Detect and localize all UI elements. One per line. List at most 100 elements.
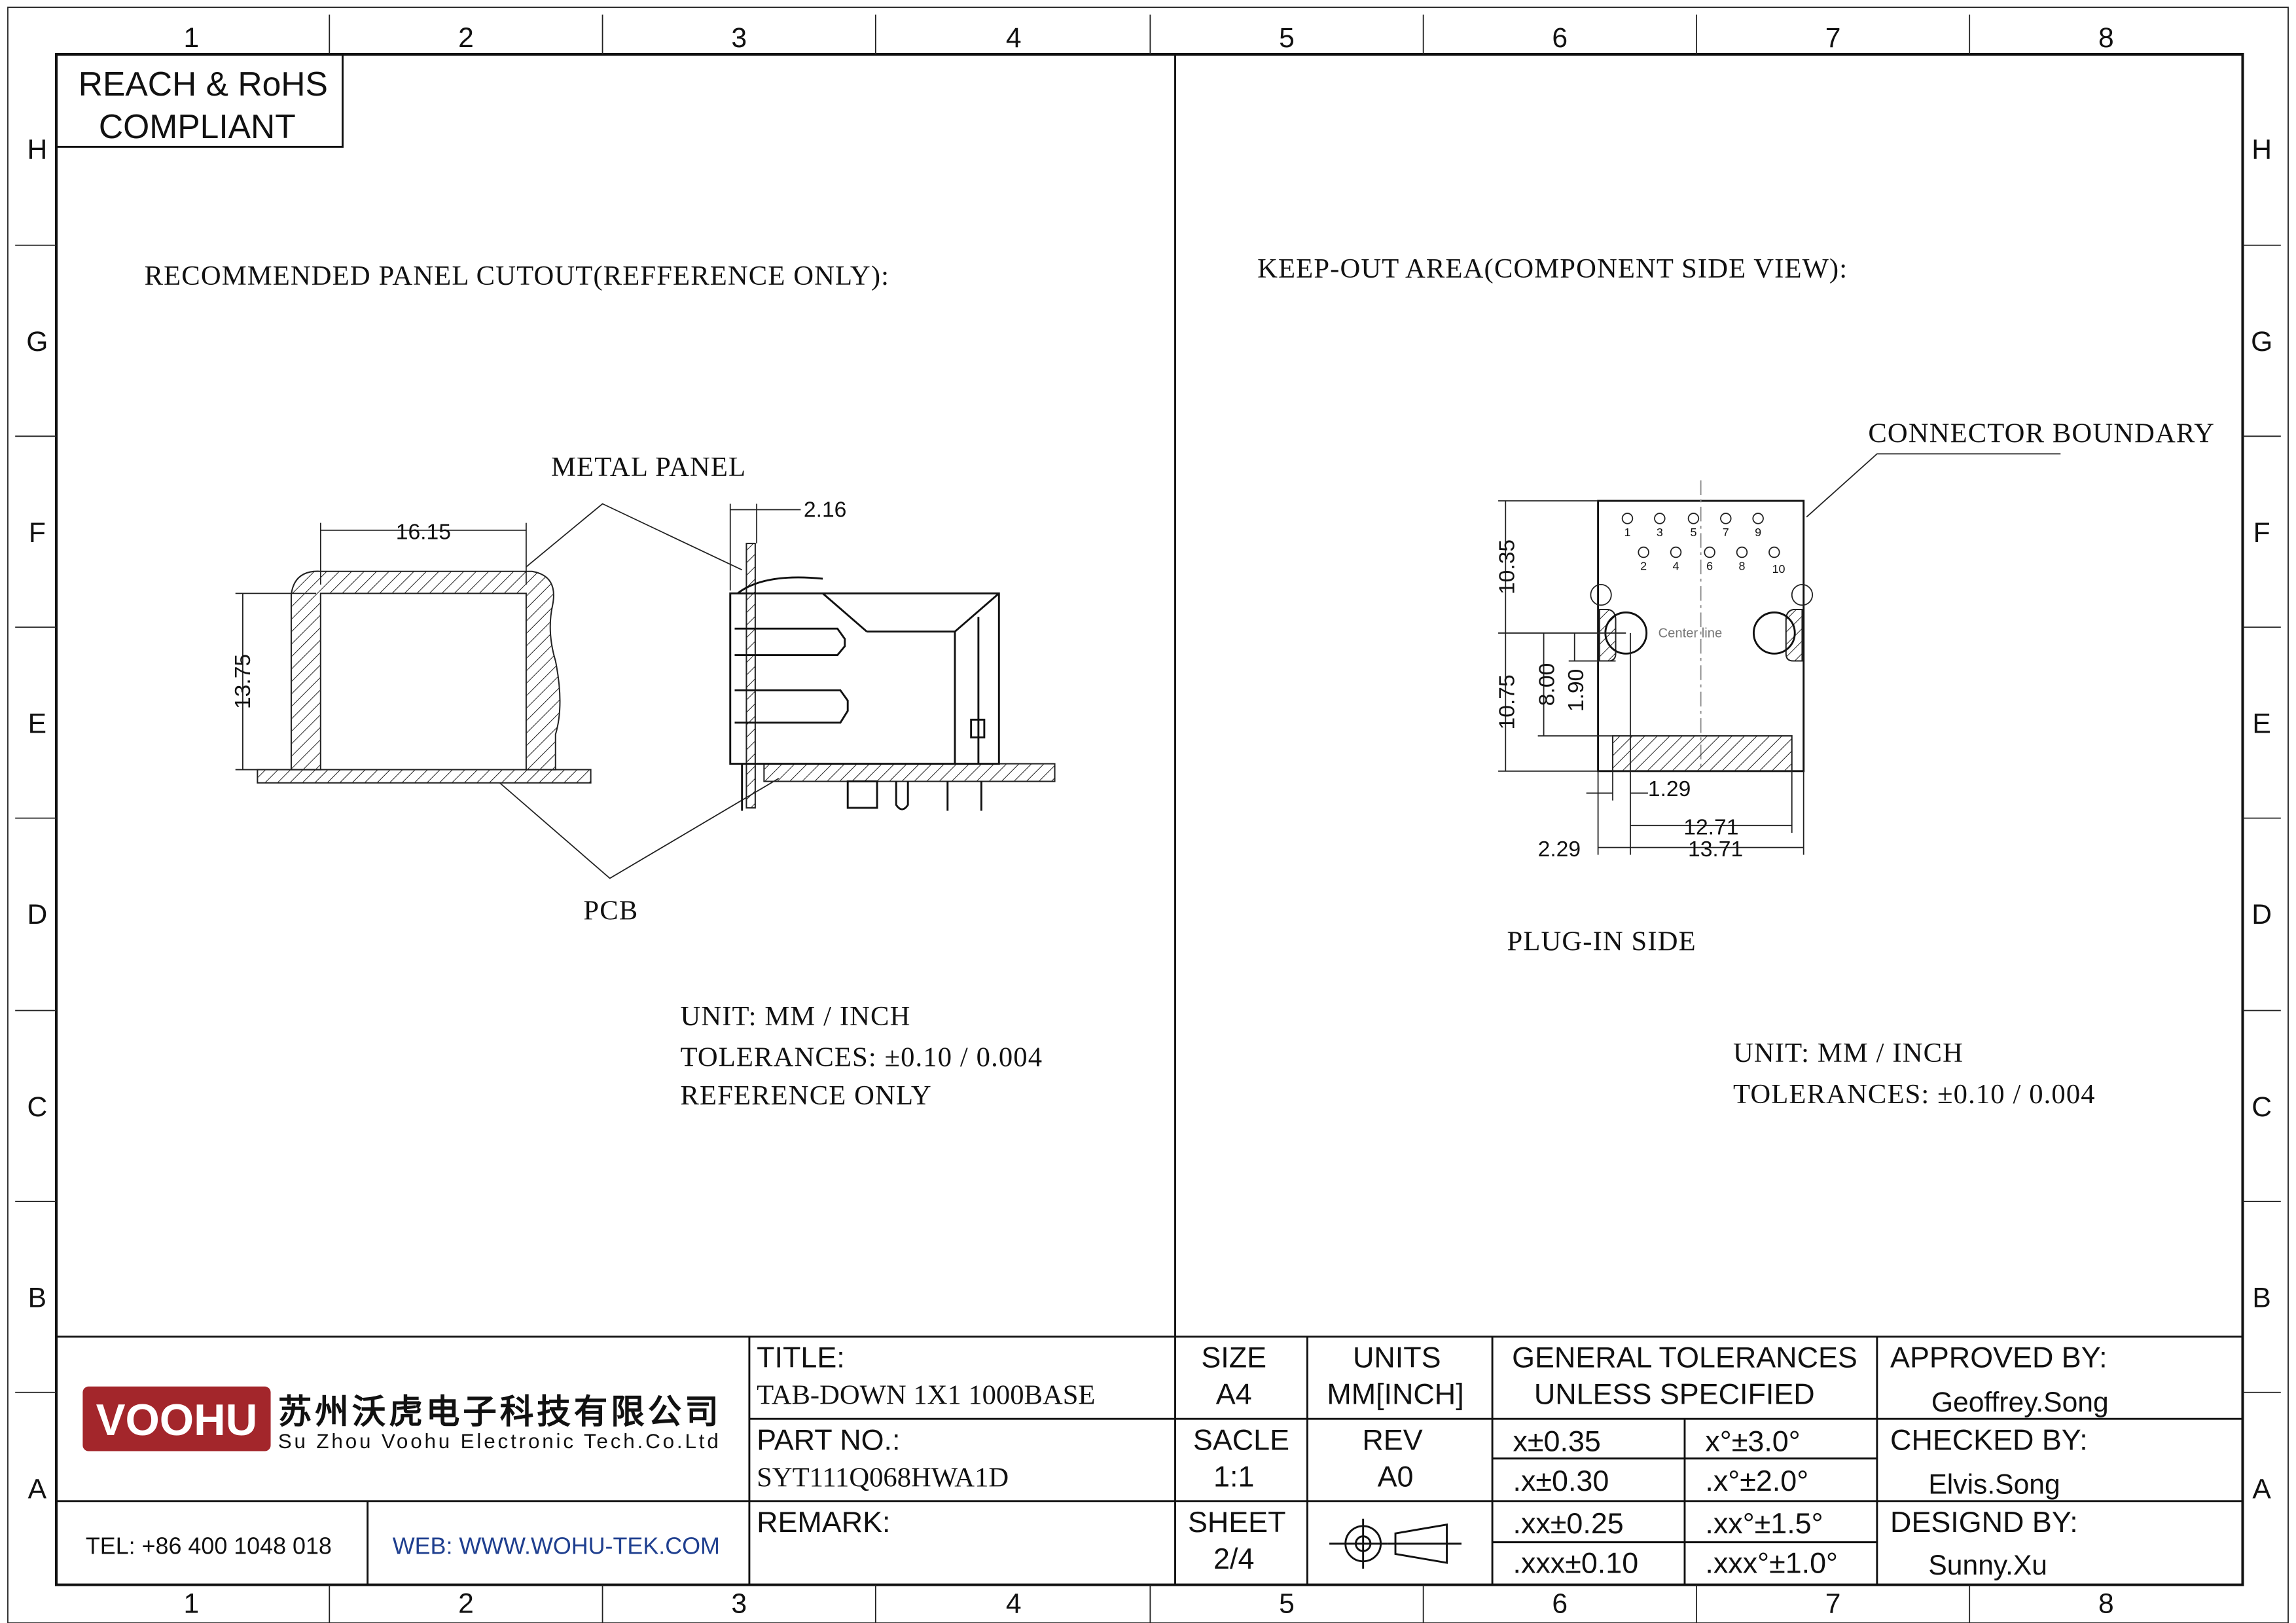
company-name-en: Su Zhou Voohu Electronic Tech.Co.Ltd bbox=[278, 1430, 719, 1453]
compliance-box: REACH & RoHS COMPLIANT bbox=[55, 53, 344, 148]
panel-cutout-view: RECOMMENDED PANEL CUTOUT(REFFERENCE ONLY… bbox=[145, 261, 1056, 1111]
pin-number: 3 bbox=[1657, 526, 1663, 539]
website-link[interactable]: WEB: WWW.WOHU-TEK.COM bbox=[393, 1533, 720, 1559]
units-value: MM[INCH] bbox=[1327, 1377, 1463, 1411]
tolerance-header: GENERAL TOLERANCES bbox=[1512, 1341, 1857, 1374]
designed-value: Sunny.Xu bbox=[1928, 1550, 2047, 1581]
compliance-line2: COMPLIANT bbox=[99, 107, 296, 145]
column-label: 6 bbox=[1552, 1588, 1568, 1619]
title-value: TAB-DOWN 1X1 1000BASE bbox=[757, 1380, 1095, 1411]
left-note-tolerance: TOLERANCES: ±0.10 / 0.004 bbox=[680, 1042, 1043, 1073]
dim-height: 13.75 bbox=[231, 654, 255, 709]
rev-label: REV bbox=[1362, 1423, 1422, 1456]
centerline-label: Center line bbox=[1659, 627, 1723, 641]
column-label: 3 bbox=[731, 22, 747, 54]
pin-number: 7 bbox=[1723, 526, 1729, 539]
title-label: TITLE: bbox=[757, 1341, 845, 1374]
dim-10-35: 10.35 bbox=[1496, 539, 1520, 594]
column-label: 7 bbox=[1825, 1588, 1841, 1619]
dim-12-71: 12.71 bbox=[1683, 815, 1738, 839]
left-note-unit: UNIT: MM / INCH bbox=[680, 1001, 910, 1032]
checked-label: CHECKED BY: bbox=[1890, 1423, 2088, 1456]
compliance-line1: REACH & RoHS bbox=[79, 65, 328, 103]
left-note-reference: REFERENCE ONLY bbox=[680, 1080, 931, 1111]
dim-1-29: 1.29 bbox=[1648, 777, 1691, 801]
approved-value: Geoffrey.Song bbox=[1931, 1387, 2109, 1418]
dim-1-90: 1.90 bbox=[1564, 669, 1588, 712]
row-label: F bbox=[29, 517, 46, 549]
right-note-tolerance: TOLERANCES: ±0.10 / 0.004 bbox=[1733, 1079, 2096, 1110]
sheet-value: 2/4 bbox=[1213, 1542, 1254, 1575]
column-label: 5 bbox=[1279, 22, 1295, 54]
row-label: G bbox=[2251, 326, 2272, 357]
column-label: 2 bbox=[458, 22, 474, 54]
column-label: 1 bbox=[184, 22, 200, 54]
column-label: 4 bbox=[1006, 22, 1022, 54]
tolerance-angular: .xx°±1.5° bbox=[1705, 1506, 1823, 1540]
logo-text: VOOHU bbox=[96, 1396, 258, 1445]
size-value: A4 bbox=[1216, 1377, 1252, 1411]
row-label: G bbox=[26, 326, 48, 357]
keep-out-view: KEEP-OUT AREA(COMPONENT SIDE VIEW): CONN… bbox=[1257, 253, 2215, 1110]
dim-width: 16.15 bbox=[396, 520, 451, 544]
tel: TEL: +86 400 1048 018 bbox=[86, 1533, 332, 1559]
column-label: 6 bbox=[1552, 22, 1568, 54]
units-label: UNITS bbox=[1353, 1341, 1441, 1374]
dim-2-29: 2.29 bbox=[1538, 837, 1581, 862]
panel-cutout-heading: RECOMMENDED PANEL CUTOUT(REFFERENCE ONLY… bbox=[145, 261, 890, 291]
column-label: 7 bbox=[1825, 22, 1841, 54]
tolerance-linear: x±0.35 bbox=[1513, 1425, 1600, 1458]
part-no-label: PART NO.: bbox=[757, 1423, 900, 1456]
company-logo: VOOHU bbox=[82, 1386, 271, 1451]
tolerance-angular: x°±3.0° bbox=[1705, 1425, 1800, 1458]
row-label: D bbox=[27, 899, 47, 930]
column-label: 5 bbox=[1279, 1588, 1295, 1619]
metal-panel-label: METAL PANEL bbox=[551, 452, 746, 483]
row-label: A bbox=[28, 1473, 47, 1504]
row-label: D bbox=[2251, 899, 2272, 930]
row-label: A bbox=[2252, 1473, 2271, 1504]
column-label: 2 bbox=[458, 1588, 474, 1619]
scale-label: SACLE bbox=[1193, 1423, 1289, 1456]
row-label: F bbox=[2253, 517, 2270, 549]
row-label: E bbox=[2252, 708, 2270, 739]
row-label: H bbox=[2251, 134, 2272, 165]
dim-panel-thickness: 2.16 bbox=[804, 498, 846, 522]
plug-in-side-label: PLUG-IN SIDE bbox=[1507, 926, 1696, 957]
drawing-frame: 1 2 3 4 5 6 7 8 1 2 3 4 5 6 7 8 H G F E … bbox=[7, 7, 2289, 1623]
pin-number: 4 bbox=[1673, 559, 1679, 572]
pin-number: 5 bbox=[1690, 526, 1696, 539]
row-label: B bbox=[28, 1283, 46, 1314]
row-label: E bbox=[28, 708, 46, 739]
pin-number: 2 bbox=[1640, 559, 1647, 572]
row-label: C bbox=[2251, 1091, 2272, 1123]
scale-value: 1:1 bbox=[1213, 1459, 1254, 1493]
tolerance-angular: .xxx°±1.0° bbox=[1705, 1546, 1838, 1580]
remark-label: REMARK: bbox=[757, 1505, 890, 1539]
tolerance-linear: .xxx±0.10 bbox=[1513, 1546, 1638, 1580]
rev-value: A0 bbox=[1378, 1459, 1414, 1493]
row-label: H bbox=[27, 134, 47, 165]
row-label: C bbox=[27, 1091, 47, 1123]
pcb-label: PCB bbox=[583, 895, 638, 926]
column-label: 1 bbox=[184, 1588, 200, 1619]
checked-value: Elvis.Song bbox=[1928, 1469, 2060, 1501]
connector-boundary-label: CONNECTOR BOUNDARY bbox=[1868, 418, 2215, 448]
pin-number: 10 bbox=[1772, 562, 1785, 575]
tolerance-angular: .x°±2.0° bbox=[1705, 1464, 1808, 1497]
dim-13-71: 13.71 bbox=[1688, 837, 1743, 862]
dim-10-75: 10.75 bbox=[1496, 674, 1520, 729]
pin-number: 1 bbox=[1624, 526, 1630, 539]
title-block: VOOHU 苏州沃虎电子科技有限公司 Su Zhou Voohu Electro… bbox=[56, 1336, 2243, 1585]
size-label: SIZE bbox=[1201, 1341, 1266, 1374]
part-no-value: SYT111Q068HWA1D bbox=[757, 1462, 1009, 1493]
sheet-label: SHEET bbox=[1188, 1505, 1286, 1539]
company-name-cn: 苏州沃虎电子科技有限公司 bbox=[278, 1393, 719, 1431]
right-note-unit: UNIT: MM / INCH bbox=[1733, 1038, 1964, 1068]
approved-label: APPROVED BY: bbox=[1890, 1341, 2108, 1374]
column-label: 8 bbox=[2098, 1588, 2114, 1619]
tolerance-linear: .xx±0.25 bbox=[1513, 1506, 1623, 1540]
keep-out-heading: KEEP-OUT AREA(COMPONENT SIDE VIEW): bbox=[1257, 253, 1848, 284]
dim-8-00: 8.00 bbox=[1535, 663, 1559, 706]
